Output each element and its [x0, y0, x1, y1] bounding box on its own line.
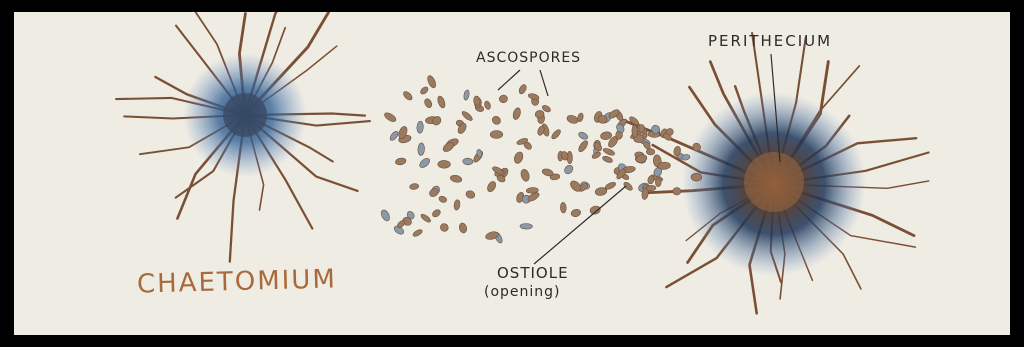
perithecium-core [744, 152, 804, 212]
ascospore [486, 180, 498, 193]
ascospore [465, 190, 476, 200]
ascospore [463, 89, 470, 100]
ascospore [453, 199, 460, 210]
ascospore [563, 164, 575, 176]
ascospore [418, 143, 425, 156]
ascospore [560, 202, 566, 213]
ascospore [439, 222, 450, 233]
ascospore [499, 95, 508, 103]
ascospore [528, 93, 540, 101]
ascospore [395, 157, 407, 165]
ascospore [598, 116, 607, 124]
ascospore [426, 74, 437, 89]
ascospore [420, 213, 432, 224]
perithecium-label: PERITHECIUM [708, 32, 832, 50]
ascospore [389, 130, 400, 142]
ascospore [518, 83, 528, 95]
drawing-paper: CHAETOMIUM ASCOSPORES PERITHECIUM OSTIOL… [14, 12, 1010, 335]
ascospore [577, 131, 588, 141]
ascospore [409, 183, 419, 190]
ascospore [419, 86, 429, 96]
ascospore [526, 187, 538, 193]
ascospore [423, 98, 433, 109]
ascospore [463, 158, 474, 165]
ascospores-leader-2 [540, 70, 548, 96]
ascospore [450, 174, 463, 183]
ascospore [589, 205, 601, 215]
ascospore [577, 139, 589, 153]
ascospore [473, 96, 481, 107]
ascospore [600, 131, 612, 140]
ascospore [550, 128, 562, 140]
ostiole-leader [534, 186, 626, 264]
ascospore [566, 114, 579, 125]
ascospore [461, 110, 474, 122]
chaetomium-title: CHAETOMIUM [137, 264, 338, 299]
ascospore [602, 155, 614, 164]
ascospore [402, 90, 414, 102]
ascospore [520, 223, 532, 229]
ascospore [646, 149, 655, 155]
ascospore [691, 173, 702, 181]
ascospore [638, 124, 644, 132]
ostiole-note: (opening) [484, 284, 561, 300]
ascospore [491, 115, 502, 126]
ascospore [602, 147, 615, 157]
ascospore [417, 121, 424, 133]
ascospore [412, 228, 423, 237]
ascospore [380, 209, 392, 223]
ascospore [513, 151, 525, 165]
ostiole-label: OSTIOLE [497, 264, 569, 282]
ascospore [570, 208, 581, 218]
ascospore [646, 185, 656, 191]
ascospore [438, 195, 448, 203]
ascospore [655, 178, 661, 187]
ascospore [431, 208, 442, 218]
ascospores-leader-1 [498, 70, 520, 90]
ascospore [418, 156, 431, 169]
ascospore [672, 187, 681, 195]
ascospore [490, 131, 503, 139]
ascospore-cloud [380, 74, 703, 244]
ascospore [622, 181, 633, 192]
ascospore [484, 100, 492, 110]
ascospore [436, 95, 446, 109]
ascospore [458, 222, 468, 234]
ascospore [632, 125, 638, 138]
ascospore [383, 111, 397, 123]
ascospore [647, 175, 655, 184]
chaetomium-core [223, 93, 267, 137]
ascospore [438, 160, 451, 168]
ascospore [512, 107, 522, 120]
ascospores-label: ASCOSPORES [476, 50, 581, 66]
ascospore [520, 168, 531, 182]
